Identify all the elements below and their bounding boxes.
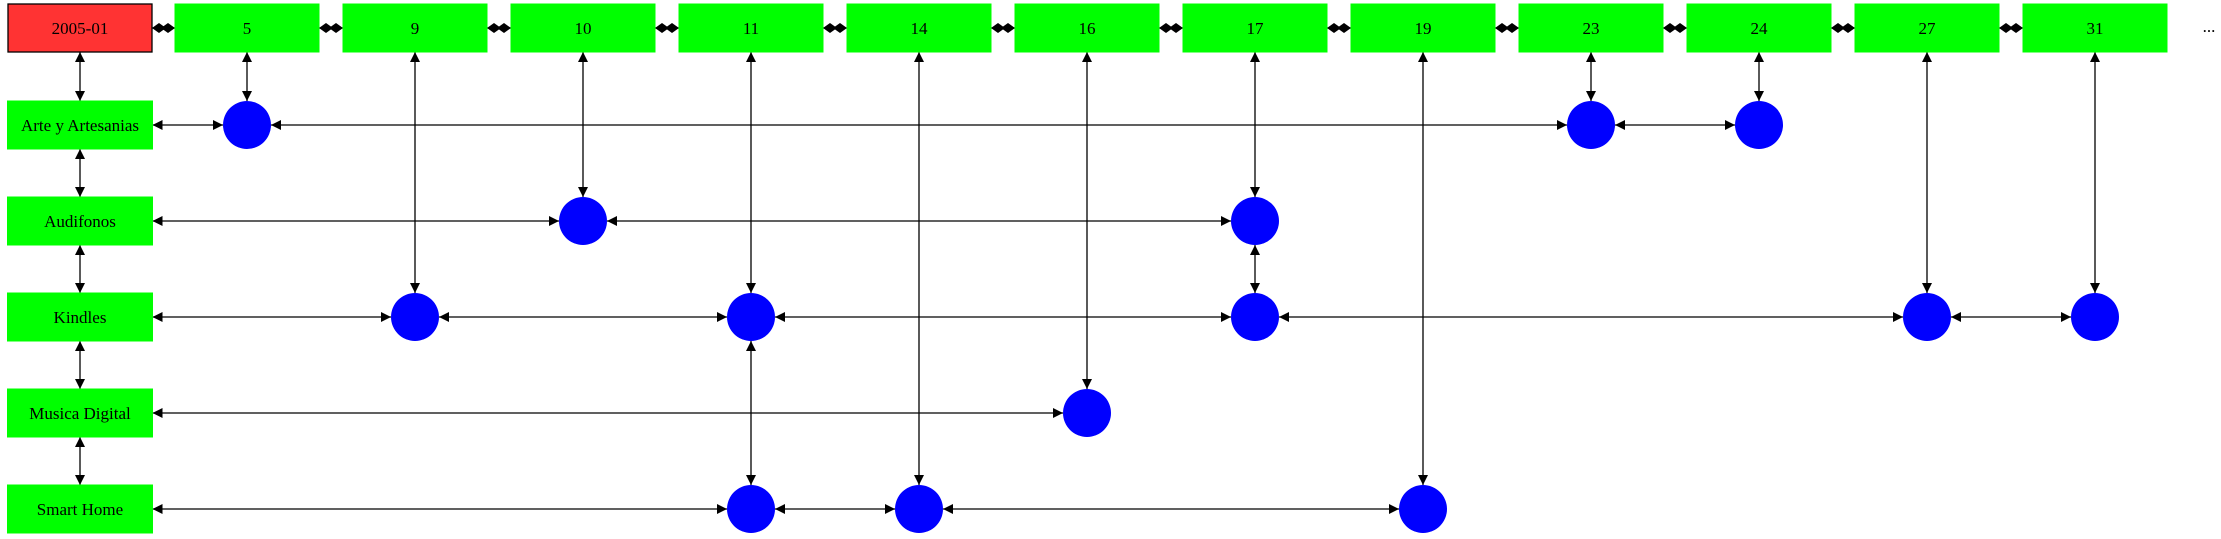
period-header-label: 2005-01 bbox=[52, 19, 109, 38]
day-box-17-label: 17 bbox=[1247, 19, 1265, 38]
day-box-24-label: 24 bbox=[1751, 19, 1769, 38]
day-box-9-label: 9 bbox=[411, 19, 420, 38]
category-box-audifonos bbox=[7, 196, 153, 246]
day-box-31-label: 31 bbox=[2087, 19, 2104, 38]
day-box-23-label: 23 bbox=[1583, 19, 1600, 38]
node-arte-y-artesanias-5 bbox=[223, 101, 271, 149]
day-box-10-label: 10 bbox=[575, 19, 592, 38]
category-box-arte-y-artesanias-label: Arte y Artesanias bbox=[21, 116, 139, 135]
day-box-14 bbox=[846, 3, 992, 53]
node-audifonos-17 bbox=[1231, 197, 1279, 245]
day-box-16 bbox=[1014, 3, 1160, 53]
category-box-audifonos-label: Audifonos bbox=[44, 212, 116, 231]
node-smart-home-14 bbox=[895, 485, 943, 533]
day-box-17 bbox=[1182, 3, 1328, 53]
day-box-14-label: 14 bbox=[911, 19, 929, 38]
node-musica-digital-16 bbox=[1063, 389, 1111, 437]
day-box-31 bbox=[2022, 3, 2168, 53]
node-arte-y-artesanias-23 bbox=[1567, 101, 1615, 149]
day-box-27-label: 27 bbox=[1919, 19, 1937, 38]
node-kindles-9 bbox=[391, 293, 439, 341]
day-box-11 bbox=[678, 3, 824, 53]
day-box-19 bbox=[1350, 3, 1496, 53]
day-box-5 bbox=[174, 3, 320, 53]
node-smart-home-11 bbox=[727, 485, 775, 533]
day-box-9 bbox=[342, 3, 488, 53]
category-box-kindles-label: Kindles bbox=[54, 308, 107, 327]
day-box-24 bbox=[1686, 3, 1832, 53]
trailing-ellipsis: ... bbox=[2203, 17, 2216, 36]
category-box-kindles bbox=[7, 292, 153, 342]
day-box-27 bbox=[1854, 3, 2000, 53]
node-arte-y-artesanias-24 bbox=[1735, 101, 1783, 149]
node-smart-home-19 bbox=[1399, 485, 1447, 533]
nodes bbox=[223, 101, 2119, 533]
category-box-musica-digital bbox=[7, 388, 153, 438]
day-box-10 bbox=[510, 3, 656, 53]
day-box-16-label: 16 bbox=[1079, 19, 1096, 38]
node-kindles-11 bbox=[727, 293, 775, 341]
category-box-arte-y-artesanias bbox=[7, 100, 153, 150]
day-box-11-label: 11 bbox=[743, 19, 759, 38]
day-box-19-label: 19 bbox=[1415, 19, 1432, 38]
day-box-23 bbox=[1518, 3, 1664, 53]
node-kindles-17 bbox=[1231, 293, 1279, 341]
category-box-smart-home-label: Smart Home bbox=[37, 500, 123, 519]
edges bbox=[75, 23, 2100, 514]
node-kindles-27 bbox=[1903, 293, 1951, 341]
period-header bbox=[7, 3, 153, 53]
category-box-smart-home bbox=[7, 484, 153, 534]
day-box-5-label: 5 bbox=[243, 19, 252, 38]
category-box-musica-digital-label: Musica Digital bbox=[29, 404, 131, 423]
node-audifonos-10 bbox=[559, 197, 607, 245]
node-kindles-31 bbox=[2071, 293, 2119, 341]
